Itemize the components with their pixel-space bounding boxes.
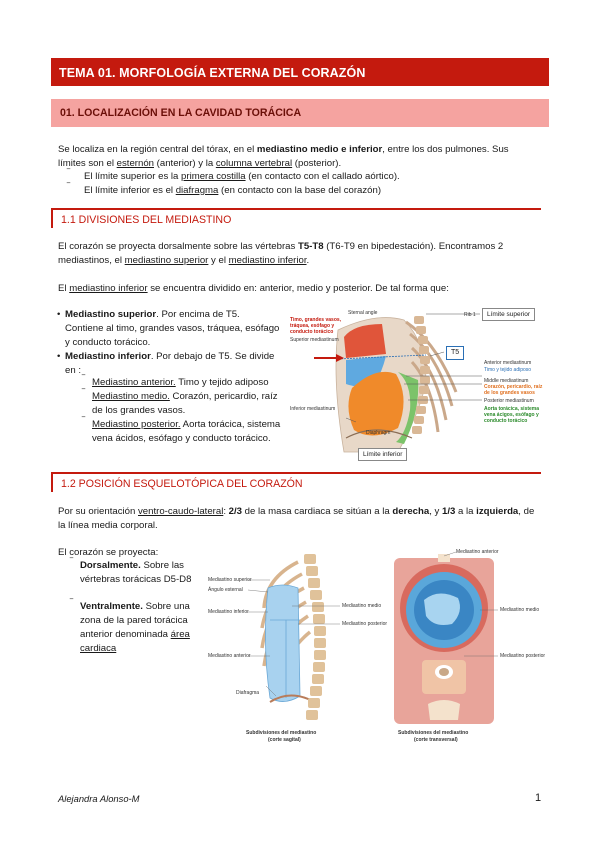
limit-superior-item: El límite superior es la primera costill… <box>67 167 400 184</box>
sag-mediastino-posterior-label: Mediastino posterior <box>342 621 388 627</box>
sag-diafragma-label: Diafragma <box>236 690 260 696</box>
orange-note-label: Corazón, pericardio, raíz de los grandes… <box>484 384 543 396</box>
ventralmente-item: ‾Ventralmente. Sobre una zona de la pare… <box>70 598 190 654</box>
trans-caption-title: Subdivisiones del mediastino <box>398 730 469 736</box>
divisiones-paragraph-1: El corazón se proyecta dorsalmente sobre… <box>58 241 504 266</box>
transverse-illustration <box>394 551 498 724</box>
inferior-mediastinum-label: Inferior mediastinum <box>290 406 336 412</box>
sub-item-posterior: ‾Mediastino posterior. Aorta torácica, s… <box>82 416 281 444</box>
superior-mediastinum-label: Superior mediastinum <box>290 337 339 343</box>
intro-paragraph: Se localiza en la región central del tór… <box>58 144 509 169</box>
middle-mediastinum-label: Middle mediastinum <box>484 378 529 384</box>
sag-caption-sub: (corte sagital) <box>268 737 301 743</box>
trans-caption-sub: (corte transversal) <box>414 737 458 743</box>
t5-label: T5 <box>446 346 465 361</box>
sagittal-illustration <box>247 554 340 720</box>
sag-caption-title: Subdivisiones del mediastino <box>246 730 317 736</box>
sagittal-section-figure: Mediastino superior Ángulo esternal Medi… <box>206 548 387 746</box>
limite-superior-label: Límite superior <box>482 308 535 322</box>
sternal-angle-label: Sternal angle <box>348 310 378 316</box>
limit-inferior-item: El límite inferior es el diafragma (en c… <box>67 181 381 198</box>
transverse-section-figure: Mediastino anterior Mediastino medio Med… <box>388 548 548 746</box>
red-note-label: Timo, grandes vasos, tráquea, esófago y … <box>290 317 342 335</box>
trans-mediastino-medio-label: Mediastino medio <box>500 607 540 613</box>
bullet-mediastino-superior: •Mediastino superior. Por encima de T5. … <box>57 309 280 348</box>
sag-mediastino-inferior-label: Mediastino inferior <box>208 609 249 615</box>
diaphragm-label: Diaphragm <box>366 430 391 436</box>
mediastinum-diagram <box>286 302 548 464</box>
trans-mediastino-posterior-label: Mediastino posterior <box>500 653 546 659</box>
sub-item-medio: ‾Mediastino medio. Corazón, pericardio, … <box>82 388 278 416</box>
page-number: 1 <box>535 792 542 804</box>
anterior-mediastinum-label: Anterior mediastinum <box>484 360 532 366</box>
sag-mediastino-anterior-label: Mediastino anterior <box>208 653 251 659</box>
section-heading: 01. LOCALIZACIÓN EN LA CAVIDAD TORÁCICA <box>51 99 549 127</box>
divisiones-paragraph-2: El mediastino inferior se encuentra divi… <box>58 283 449 294</box>
bullet-mediastino-inferior: •Mediastino inferior. Por debajo de T5. … <box>57 351 275 376</box>
posterior-mediastinum-label: Posterior mediastinum <box>484 398 534 404</box>
rib1-label: Rib 1 <box>464 312 476 318</box>
blue-note-label: Timo y tejido adiposo <box>484 367 532 373</box>
subsection-heading-posicion: 1.2 POSICIÓN ESQUELOTÓPICA DEL CORAZÓN <box>51 472 541 492</box>
limite-inferior-label: Límite inferior <box>358 448 408 462</box>
footer-author: Alejandra Alonso-M <box>58 793 140 804</box>
page-title: TEMA 01. MORFOLOGÍA EXTERNA DEL CORAZÓN <box>51 58 549 86</box>
sag-angulo-esternal-label: Ángulo esternal <box>208 587 243 593</box>
posicion-paragraph: Por su orientación ventro-caudo-lateral:… <box>58 506 535 531</box>
mediastinum-sagittal-figure: Límite superior Límite inferior T5 Stern… <box>286 302 548 464</box>
sag-mediastino-superior-label: Mediastino superior <box>208 577 252 583</box>
sub-item-anterior: ‾Mediastino anterior. Timo y tejido adip… <box>82 374 269 388</box>
green-note-label: Aorta torácica, sistema vena ácigos, esó… <box>484 406 540 424</box>
sag-mediastino-medio-label: Mediastino medio <box>342 603 382 609</box>
proyecta-paragraph: El corazón se proyecta: <box>58 547 159 558</box>
trans-mediastino-anterior-label: Mediastino anterior <box>456 549 499 555</box>
dorsalmente-item: ‾Dorsalmente. Sobre las vértebras toráci… <box>70 557 192 585</box>
subsection-heading-divisiones: 1.1 DIVISIONES DEL MEDIASTINO <box>51 208 541 228</box>
